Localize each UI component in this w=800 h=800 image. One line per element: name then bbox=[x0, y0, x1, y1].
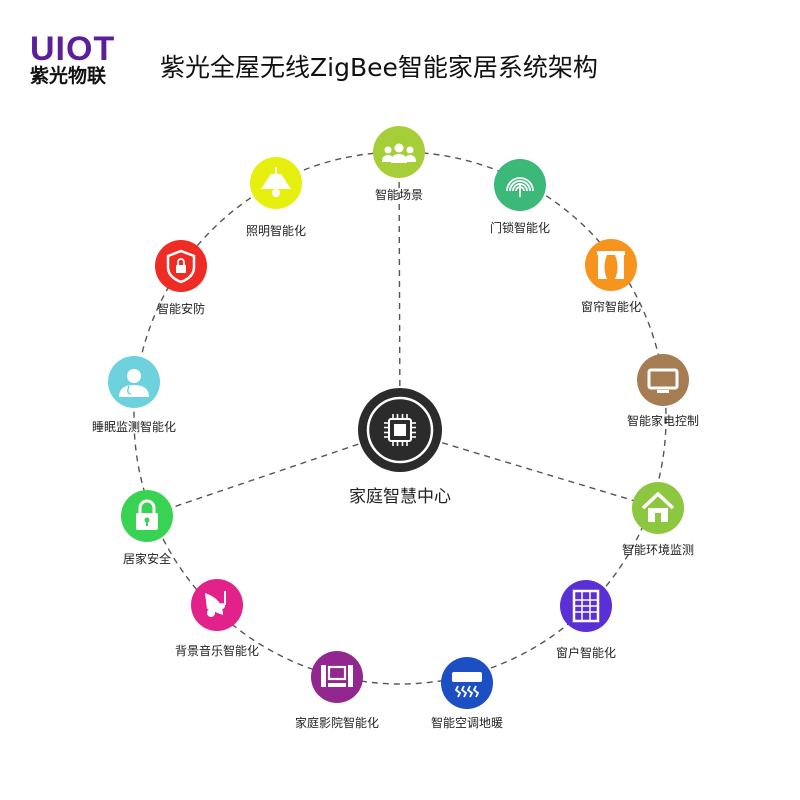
node-label: 居家安全 bbox=[122, 552, 172, 566]
node-label: 门锁智能化 bbox=[489, 221, 551, 235]
lamp-icon bbox=[261, 167, 291, 197]
node-music bbox=[191, 579, 243, 631]
page-title: 紫光全屋无线ZigBee智能家居系统架构 bbox=[160, 53, 598, 82]
node-circle bbox=[441, 657, 493, 709]
node-label: 智能场景 bbox=[374, 188, 424, 202]
brand-logo: UIOT 紫光物联 bbox=[30, 32, 115, 86]
node-label: 背景音乐智能化 bbox=[174, 644, 260, 658]
air-conditioner-icon bbox=[452, 672, 482, 698]
curtain-icon bbox=[597, 251, 625, 279]
padlock-icon bbox=[136, 499, 158, 530]
node-circle bbox=[637, 354, 689, 406]
home-theater-icon bbox=[321, 665, 353, 687]
people-icon bbox=[382, 143, 416, 163]
node-curtain bbox=[585, 239, 637, 291]
node-fingerprint bbox=[494, 159, 546, 211]
node-tv bbox=[637, 354, 689, 406]
node-label: 智能安防 bbox=[156, 302, 206, 316]
hub-link bbox=[399, 429, 659, 509]
music-icon bbox=[205, 591, 226, 617]
chip-icon bbox=[384, 414, 416, 446]
node-air-conditioner bbox=[441, 657, 493, 709]
node-label: 照明智能化 bbox=[245, 224, 307, 238]
tv-icon bbox=[647, 368, 679, 393]
home-hub bbox=[358, 388, 442, 472]
node-label: 智能环境监测 bbox=[621, 543, 695, 557]
node-label: 智能家电控制 bbox=[626, 414, 700, 428]
node-label: 窗帘智能化 bbox=[580, 300, 642, 314]
hub-link bbox=[146, 429, 401, 517]
node-padlock bbox=[121, 490, 173, 542]
hub-label: 家庭智慧中心 bbox=[349, 487, 451, 507]
node-house bbox=[632, 482, 684, 534]
connection-ring bbox=[133, 151, 667, 685]
node-doctor bbox=[108, 356, 160, 408]
node-window bbox=[560, 580, 612, 632]
node-lamp bbox=[250, 157, 302, 209]
window-icon bbox=[572, 589, 600, 623]
node-circle bbox=[585, 239, 637, 291]
node-label: 家庭影院智能化 bbox=[294, 716, 380, 730]
node-shield bbox=[155, 240, 207, 292]
house-icon bbox=[641, 491, 675, 522]
node-label: 智能空调地暖 bbox=[430, 716, 504, 730]
node-people bbox=[373, 126, 425, 178]
logo-brand: UIOT bbox=[30, 30, 116, 68]
logo-name: 紫光物联 bbox=[30, 65, 107, 87]
doctor-icon bbox=[119, 369, 149, 397]
shield-icon bbox=[166, 249, 196, 284]
fingerprint-icon bbox=[506, 177, 534, 197]
hub-link bbox=[398, 151, 401, 431]
node-label: 窗户智能化 bbox=[555, 646, 617, 660]
node-label: 睡眠监测智能化 bbox=[91, 420, 177, 434]
node-circle bbox=[311, 651, 363, 703]
node-home-theater bbox=[311, 651, 363, 703]
